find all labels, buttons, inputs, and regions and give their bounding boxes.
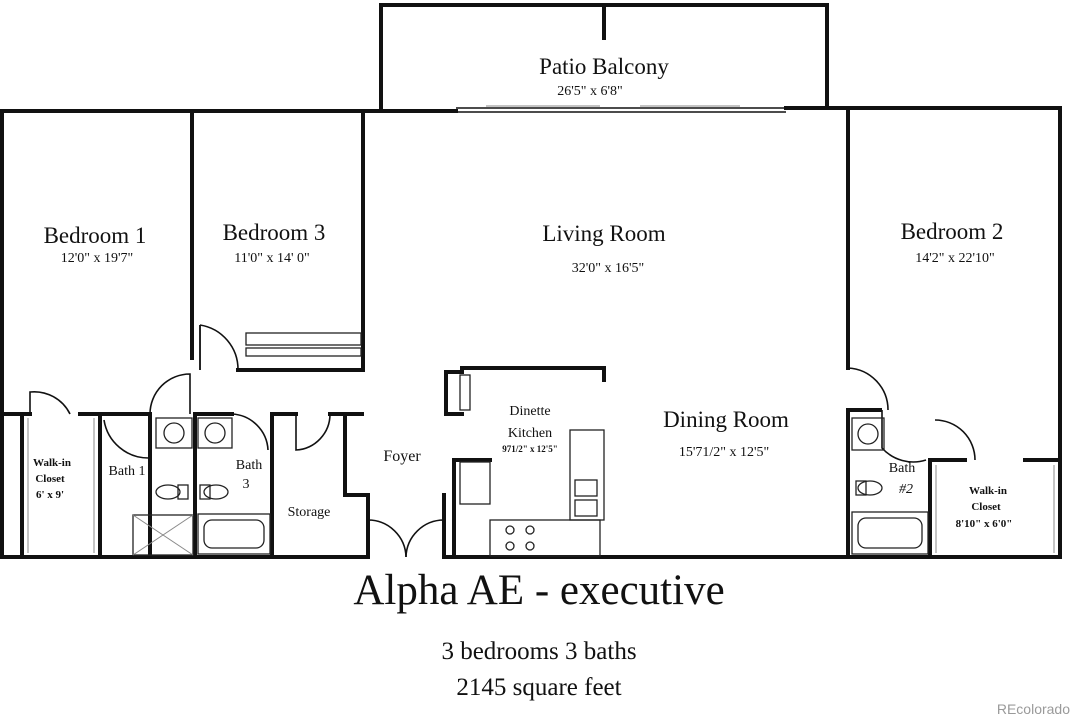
interior-walls bbox=[0, 106, 1062, 559]
bedroom3-name: Bedroom 3 bbox=[223, 220, 326, 245]
bedroom3-dims: 11'0" x 14' 0" bbox=[234, 251, 309, 266]
bath1-name: Bath 1 bbox=[109, 464, 146, 479]
dining-name: Dining Room bbox=[663, 407, 789, 432]
patio-name: Patio Balcony bbox=[539, 54, 669, 79]
walkin2-line2: Closet bbox=[971, 501, 1001, 513]
foyer-name: Foyer bbox=[383, 448, 421, 465]
patio-dims: 26'5" x 6'8" bbox=[557, 84, 622, 99]
dining-dims: 15'71/2" x 12'5" bbox=[679, 445, 769, 460]
bedroom1-dims: 12'0" x 19'7" bbox=[61, 251, 133, 266]
door-swings bbox=[29, 324, 976, 558]
living-dims: 32'0" x 16'5" bbox=[572, 261, 644, 276]
kitchen-dims: 971/2" x 12'5" bbox=[502, 444, 558, 454]
kitchen-name1: Dinette bbox=[509, 404, 550, 419]
bed-bath-count: 3 bedrooms 3 baths bbox=[441, 638, 637, 665]
fixtures bbox=[27, 332, 1055, 557]
bath2-num: #2 bbox=[899, 482, 913, 497]
bath3-num: 3 bbox=[243, 477, 250, 492]
walkin1-line2: Closet bbox=[35, 473, 65, 485]
living-name: Living Room bbox=[542, 221, 665, 246]
plan-title: Alpha AE - executive bbox=[353, 567, 725, 614]
exterior-walls bbox=[0, 3, 1062, 559]
storage-name: Storage bbox=[288, 505, 331, 520]
watermark: REcolorado bbox=[996, 701, 1070, 717]
bath2-name: Bath bbox=[889, 461, 915, 476]
bedroom2-name: Bedroom 2 bbox=[901, 219, 1004, 244]
kitchen-name2: Kitchen bbox=[508, 426, 552, 441]
room-labels: Patio Balcony 26'5" x 6'8" Bedroom 1 12'… bbox=[33, 54, 1012, 530]
walkin1-line1: Walk-in bbox=[33, 457, 71, 469]
bedroom2-dims: 14'2" x 22'10" bbox=[915, 251, 994, 266]
square-footage: 2145 square feet bbox=[456, 674, 622, 701]
walkin2-line1: Walk-in bbox=[969, 485, 1007, 497]
walkin2-dims: 8'10" x 6'0" bbox=[956, 518, 1013, 530]
patio-sliding-door bbox=[456, 105, 786, 113]
walkin1-dims: 6' x 9' bbox=[36, 489, 64, 501]
bedroom1-name: Bedroom 1 bbox=[44, 223, 147, 248]
bath3-name: Bath bbox=[236, 458, 262, 473]
